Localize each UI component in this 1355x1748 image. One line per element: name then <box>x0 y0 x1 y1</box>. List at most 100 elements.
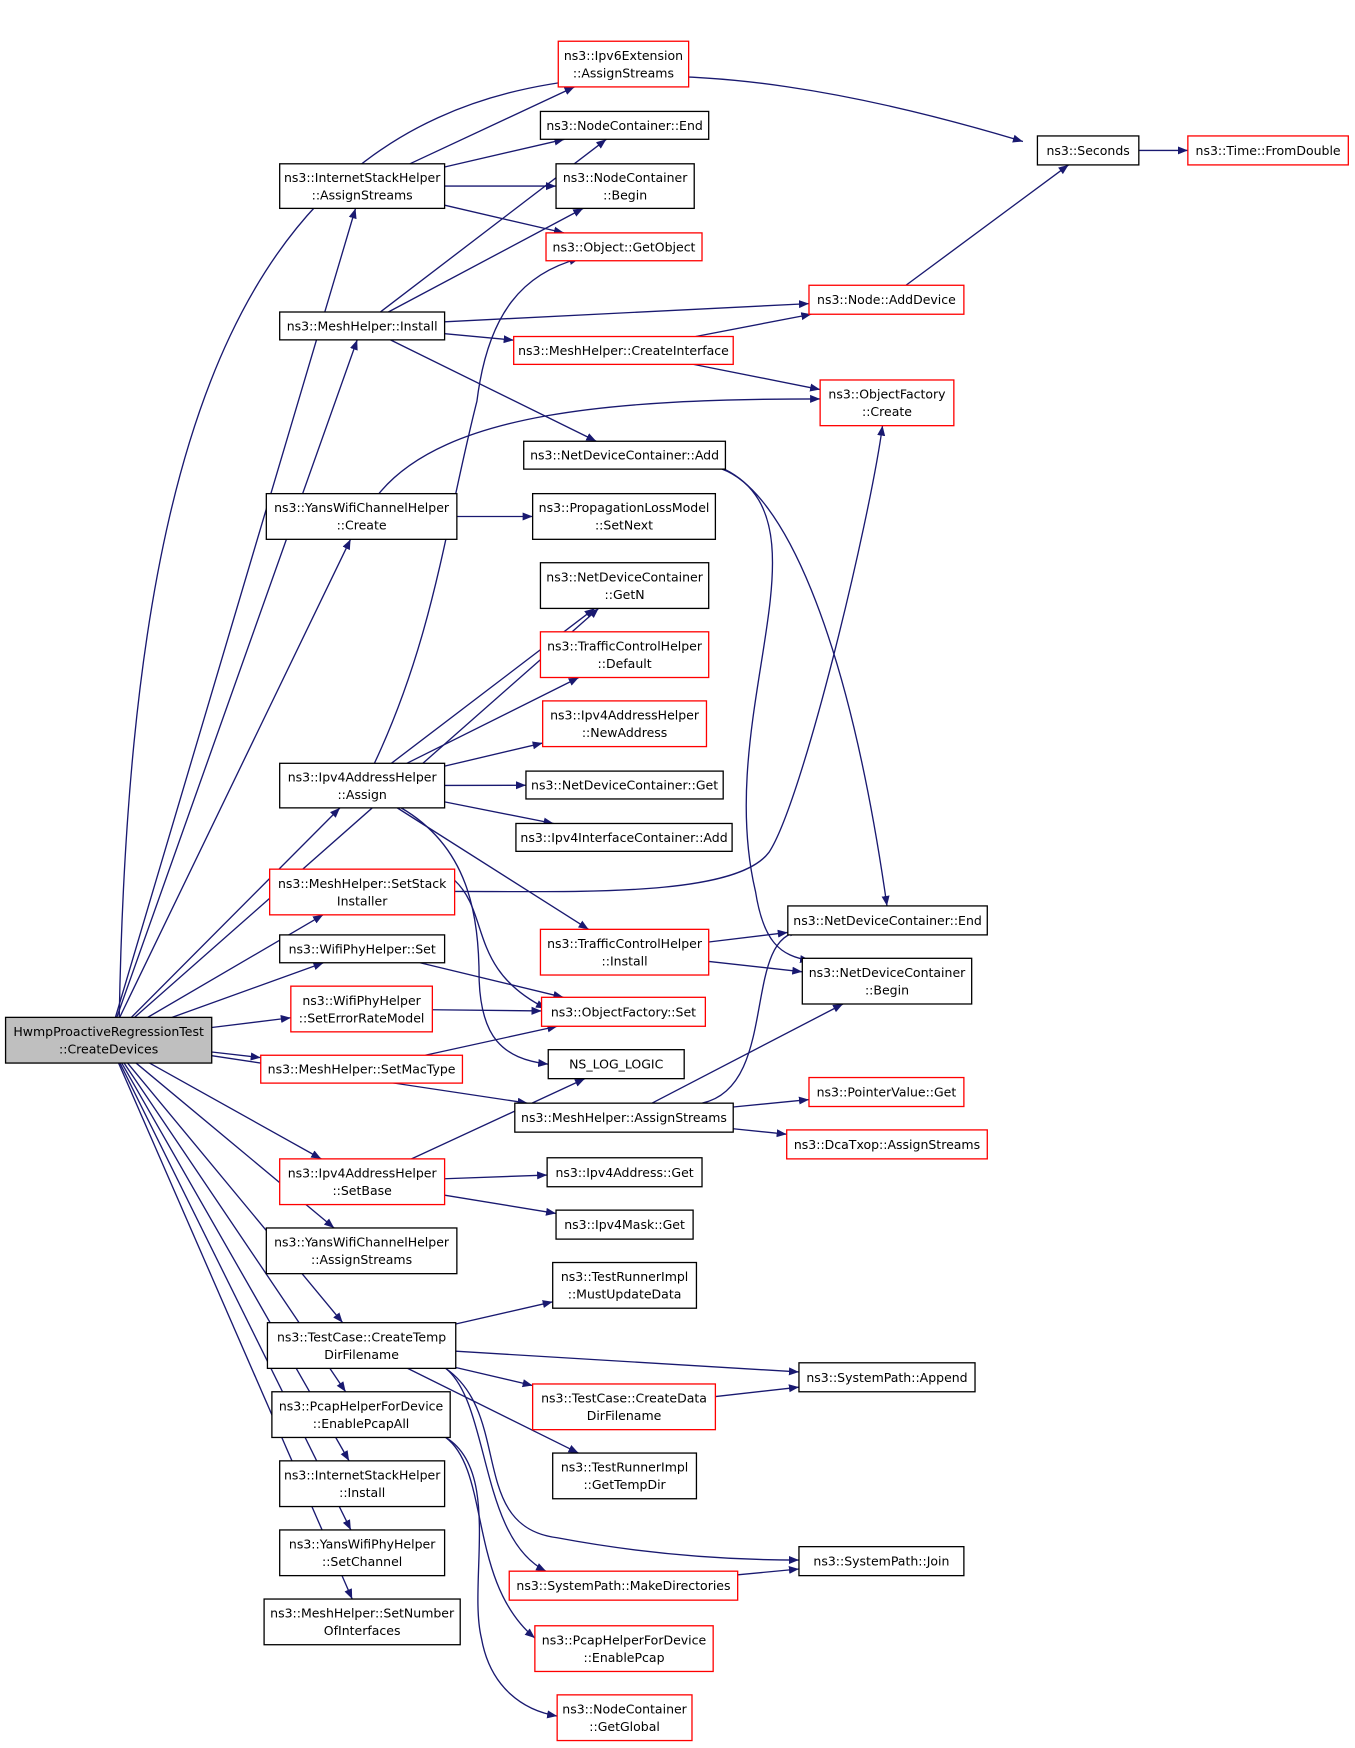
node-box[interactable] <box>555 1209 694 1240</box>
node-nc_begin[interactable]: ns3::NodeContainer::Begin <box>555 163 695 210</box>
node-box[interactable] <box>1187 135 1349 166</box>
node-box[interactable] <box>539 110 710 140</box>
node-box[interactable] <box>279 1460 446 1508</box>
node-box[interactable] <box>539 562 710 610</box>
node-box[interactable] <box>545 232 703 262</box>
node-ndc_get[interactable]: ns3::NetDeviceContainer::Get <box>525 770 724 800</box>
node-sp_md[interactable]: ns3::SystemPath::MakeDirectories <box>508 1570 739 1601</box>
node-box[interactable] <box>265 1227 458 1275</box>
node-box[interactable] <box>540 996 707 1027</box>
node-box[interactable] <box>819 379 955 427</box>
node-phd_ep[interactable]: ns3::PcapHelperForDevice::EnablePcap <box>534 1625 714 1673</box>
node-box[interactable] <box>279 163 446 210</box>
node-ndc_add[interactable]: ns3::NetDeviceContainer::Add <box>523 440 727 470</box>
node-wph_set[interactable]: ns3::WifiPhyHelper::Set <box>279 934 446 964</box>
node-ndc_begin[interactable]: ns3::NetDeviceContainer::Begin <box>801 957 973 1005</box>
node-box[interactable] <box>279 311 446 341</box>
node-box[interactable] <box>1036 135 1140 166</box>
node-box[interactable] <box>546 1157 703 1188</box>
node-box[interactable] <box>539 928 710 976</box>
node-box[interactable] <box>266 1322 457 1370</box>
node-box[interactable] <box>508 1570 739 1601</box>
node-ywph_sc[interactable]: ns3::YansWifiPhyHelper::SetChannel <box>279 1529 446 1577</box>
node-mh_as[interactable]: ns3::MeshHelper::AssignStreams <box>514 1102 734 1133</box>
node-box[interactable] <box>552 1261 698 1309</box>
node-mh_smt[interactable]: ns3::MeshHelper::SetMacType <box>260 1054 464 1084</box>
node-box[interactable] <box>801 957 973 1005</box>
node-box[interactable] <box>808 1076 965 1108</box>
node-pv_get[interactable]: ns3::PointerValue::Get <box>808 1076 965 1108</box>
node-box[interactable] <box>269 868 456 916</box>
node-ipv6ext[interactable]: ns3::Ipv6Extension::AssignStreams <box>557 40 690 88</box>
node-mh_install[interactable]: ns3::MeshHelper::Install <box>279 311 446 341</box>
node-box[interactable] <box>786 1129 988 1160</box>
node-plm_setnext[interactable]: ns3::PropagationLossModel::SetNext <box>531 492 717 540</box>
node-seconds[interactable]: ns3::Seconds <box>1036 135 1140 166</box>
node-ipv4h_setbase[interactable]: ns3::Ipv4AddressHelper::SetBase <box>279 1158 446 1206</box>
node-sp_append[interactable]: ns3::SystemPath::Append <box>798 1362 976 1393</box>
node-box[interactable] <box>555 163 695 210</box>
node-wph_serm[interactable]: ns3::WifiPhyHelper::SetErrorRateModel <box>290 985 434 1033</box>
node-ipv4a_get[interactable]: ns3::Ipv4Address::Get <box>546 1157 703 1188</box>
node-phd_epa[interactable]: ns3::PcapHelperForDevice::EnablePcapAll <box>271 1391 451 1439</box>
node-ipv4m_get[interactable]: ns3::Ipv4Mask::Get <box>555 1209 694 1240</box>
node-box[interactable] <box>260 1054 464 1084</box>
node-root[interactable]: HwmpProactiveRegressionTest::CreateDevic… <box>4 1016 213 1064</box>
node-ipv4ic_add[interactable]: ns3::Ipv4InterfaceContainer::Add <box>515 822 733 852</box>
node-obj_get[interactable]: ns3::Object::GetObject <box>545 232 703 262</box>
node-box[interactable] <box>279 934 446 964</box>
node-box[interactable] <box>514 1102 734 1133</box>
node-ywch_create[interactable]: ns3::YansWifiChannelHelper::Create <box>265 492 458 540</box>
node-box[interactable] <box>515 822 733 852</box>
node-ywch_as[interactable]: ns3::YansWifiChannelHelper::AssignStream… <box>265 1227 458 1275</box>
node-box[interactable] <box>534 1625 714 1673</box>
node-box[interactable] <box>798 1362 976 1393</box>
node-box[interactable] <box>556 1694 693 1742</box>
node-box[interactable] <box>513 335 734 366</box>
node-box[interactable] <box>279 1158 446 1206</box>
node-box[interactable] <box>547 1049 685 1080</box>
node-ipv4h_assign[interactable]: ns3::Ipv4AddressHelper::Assign <box>279 762 446 809</box>
node-dca_as[interactable]: ns3::DcaTxop::AssignStreams <box>786 1129 988 1160</box>
node-box[interactable] <box>290 985 434 1033</box>
node-box[interactable] <box>542 700 708 748</box>
node-box[interactable] <box>539 631 710 679</box>
node-mh_ci[interactable]: ns3::MeshHelper::CreateInterface <box>513 335 734 366</box>
node-box[interactable] <box>271 1391 451 1439</box>
node-ipv4h_newaddr[interactable]: ns3::Ipv4AddressHelper::NewAddress <box>542 700 708 748</box>
node-box[interactable] <box>263 1598 461 1646</box>
node-box[interactable] <box>557 40 690 88</box>
node-time_fd[interactable]: ns3::Time::FromDouble <box>1187 135 1349 166</box>
node-tch_default[interactable]: ns3::TrafficControlHelper::Default <box>539 631 710 679</box>
node-box[interactable] <box>787 905 988 936</box>
node-box[interactable] <box>523 440 727 470</box>
node-tri_mud[interactable]: ns3::TestRunnerImpl::MustUpdateData <box>552 1261 698 1309</box>
node-ish_install[interactable]: ns3::InternetStackHelper::Install <box>279 1460 446 1508</box>
node-nc_end[interactable]: ns3::NodeContainer::End <box>539 110 710 140</box>
node-of_set[interactable]: ns3::ObjectFactory::Set <box>540 996 707 1027</box>
node-ndc_getn[interactable]: ns3::NetDeviceContainer::GetN <box>539 562 710 610</box>
node-sp_join[interactable]: ns3::SystemPath::Join <box>798 1546 965 1577</box>
node-ish_as[interactable]: ns3::InternetStackHelper::AssignStreams <box>279 163 446 210</box>
node-box[interactable] <box>4 1016 213 1064</box>
node-box[interactable] <box>808 284 965 315</box>
node-of_create[interactable]: ns3::ObjectFactory::Create <box>819 379 955 427</box>
node-box[interactable] <box>531 492 717 540</box>
node-tch_install[interactable]: ns3::TrafficControlHelper::Install <box>539 928 710 976</box>
node-box[interactable] <box>552 1452 698 1500</box>
node-tri_gtd[interactable]: ns3::TestRunnerImpl::GetTempDir <box>552 1452 698 1500</box>
node-box[interactable] <box>265 492 458 540</box>
node-box[interactable] <box>531 1383 717 1431</box>
node-box[interactable] <box>279 1529 446 1577</box>
node-ns_log[interactable]: NS_LOG_LOGIC <box>547 1049 685 1080</box>
node-nc_getglobal[interactable]: ns3::NodeContainer::GetGlobal <box>556 1694 693 1742</box>
node-box[interactable] <box>525 770 724 800</box>
node-node_add[interactable]: ns3::Node::AddDevice <box>808 284 965 315</box>
node-box[interactable] <box>279 762 446 809</box>
node-ndc_end[interactable]: ns3::NetDeviceContainer::End <box>787 905 988 936</box>
node-box[interactable] <box>798 1546 965 1577</box>
